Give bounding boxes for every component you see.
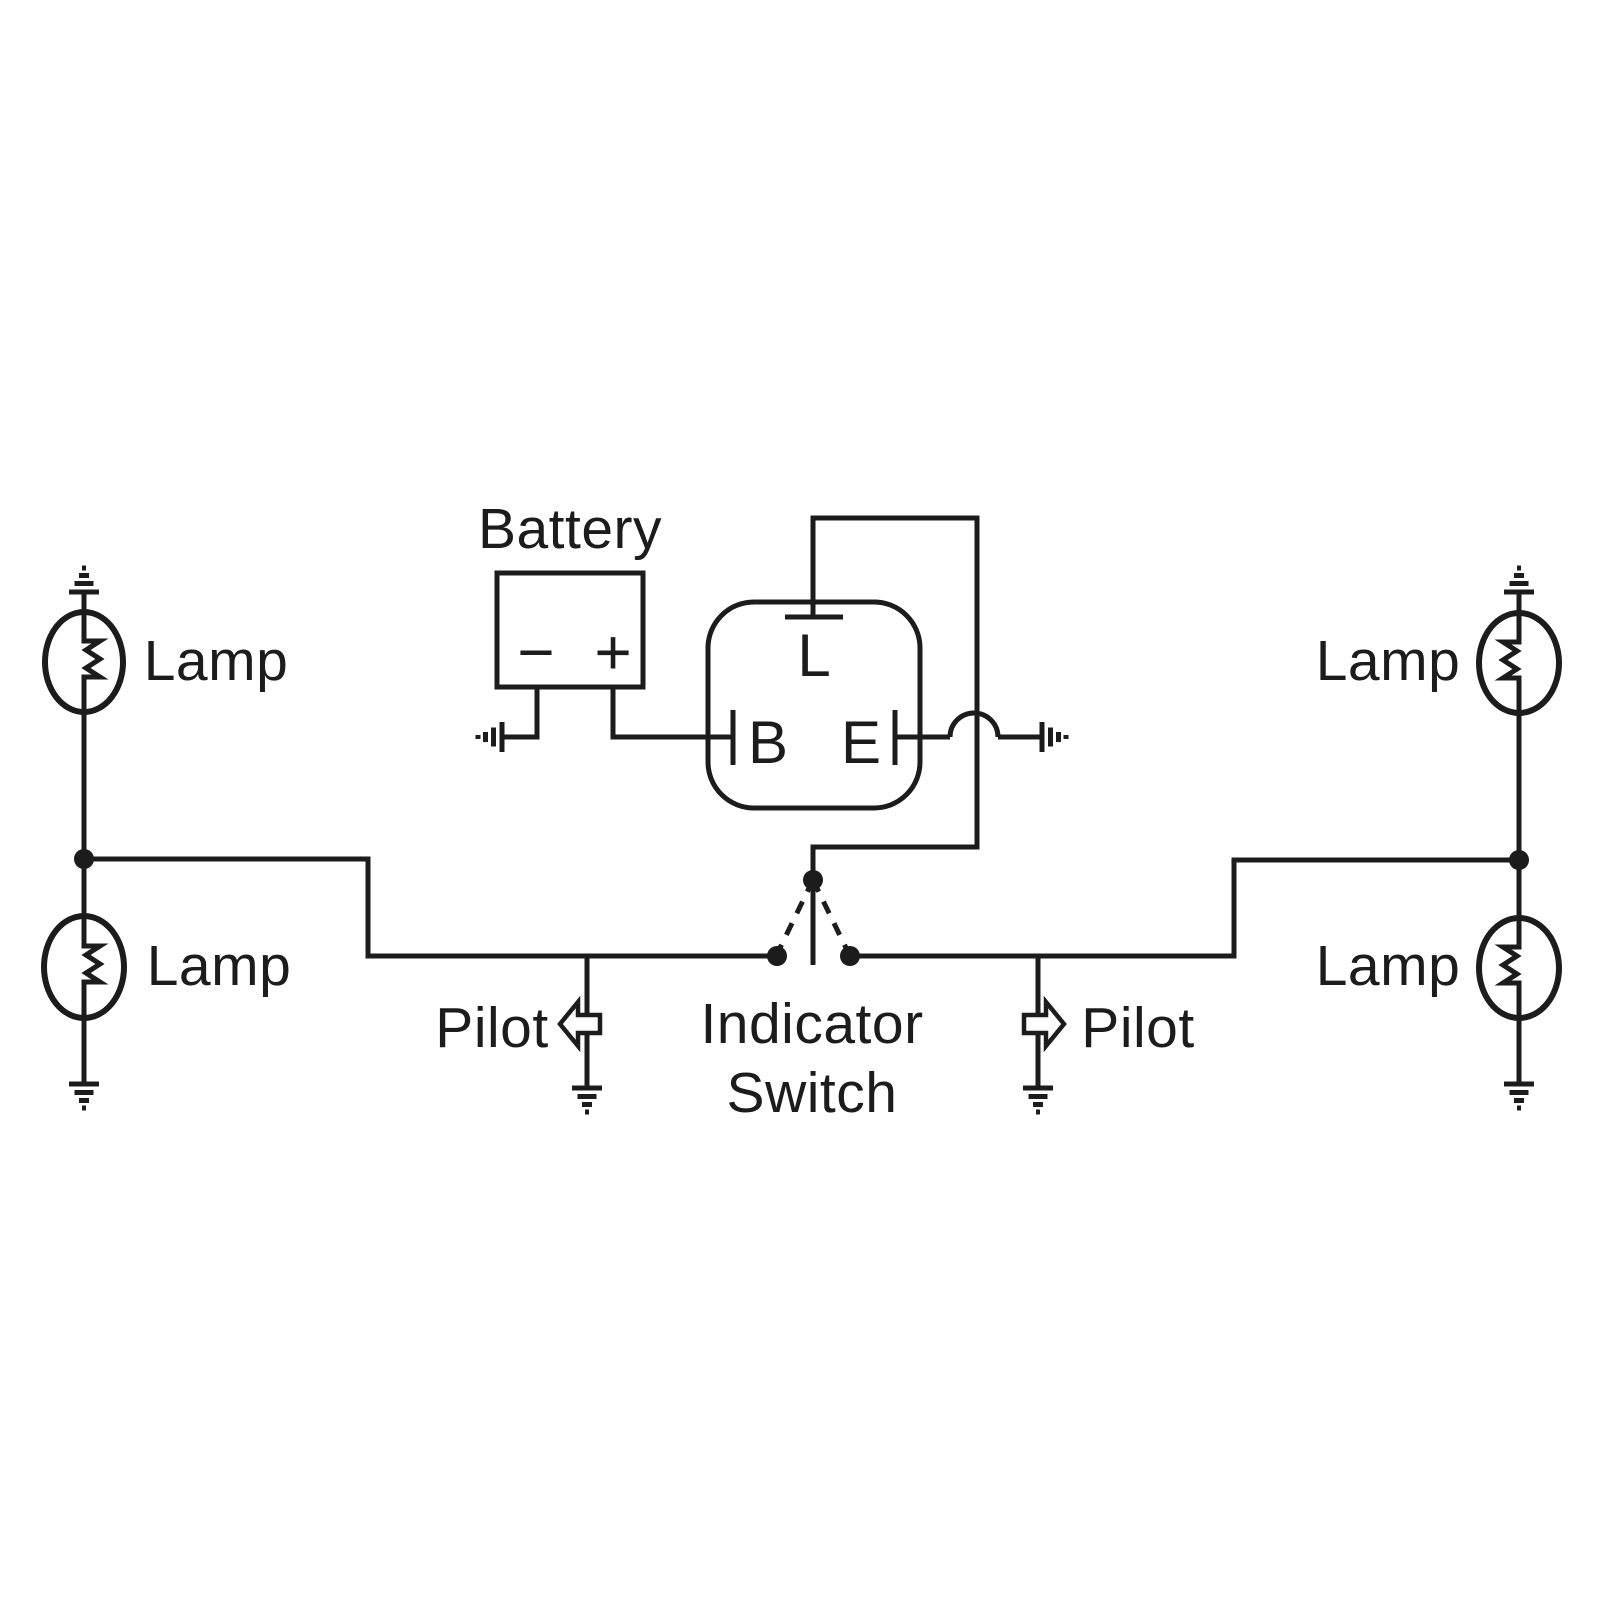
ground-icon [572,1088,602,1112]
indicator-switch-label-line1: Indicator [700,992,923,1056]
lamp-label-top-left: Lamp [144,629,289,693]
lamp-label-bottom-left: Lamp [147,934,292,998]
battery-negative-symbol: − [517,616,554,688]
arrow-left-icon [560,1002,600,1046]
switch-arm-dashed-left[interactable] [776,878,816,952]
terminal-label-l: L [797,622,830,689]
ground-icon [69,568,99,592]
flasher-relay: L B E [705,515,1066,965]
wire-l-to-switch [810,515,980,965]
ground-icon [478,722,502,752]
lamp-filament-icon [1503,918,1519,1018]
wire-right-run [850,857,1519,959]
lamp-filament-icon [84,917,100,1017]
ground-icon [69,1084,99,1108]
wire-battery-negative [502,687,540,740]
arrow-right-icon [1024,1002,1064,1046]
ground-icon [1504,1084,1534,1108]
lamp-label-top-right: Lamp [1316,629,1461,693]
indicator-switch: Indicator Switch [700,870,923,1125]
terminal-label-e: E [841,709,881,776]
right-lamp-circuit: Lamp Lamp [1316,568,1562,1108]
switch-arm-dashed-right[interactable] [810,878,850,952]
battery: Battery − + [478,497,733,752]
pilot-left: Pilot [435,956,602,1112]
pilot-left-label: Pilot [435,996,548,1060]
wire-left-run [84,856,777,959]
switch-common-dot [803,870,823,890]
pilot-right: Pilot [1023,956,1194,1112]
ground-icon [1042,722,1066,752]
terminal-label-b: B [748,709,788,776]
ground-icon [1504,568,1534,592]
switch-contact-right-dot [840,946,860,966]
indicator-switch-label-line2: Switch [727,1061,898,1125]
lamp-label-bottom-right: Lamp [1316,934,1461,998]
lamp-filament-icon [84,612,100,712]
battery-box [494,570,646,690]
switch-contact-left-dot [767,946,787,966]
wire-battery-positive [610,687,733,740]
battery-positive-symbol: + [594,616,631,688]
battery-label: Battery [478,497,662,561]
lamp-filament-icon [1503,613,1519,713]
left-lamp-circuit: Lamp Lamp [41,568,292,1108]
ground-icon [1023,1088,1053,1112]
wire-hop [947,710,1001,738]
pilot-right-label: Pilot [1081,996,1194,1060]
